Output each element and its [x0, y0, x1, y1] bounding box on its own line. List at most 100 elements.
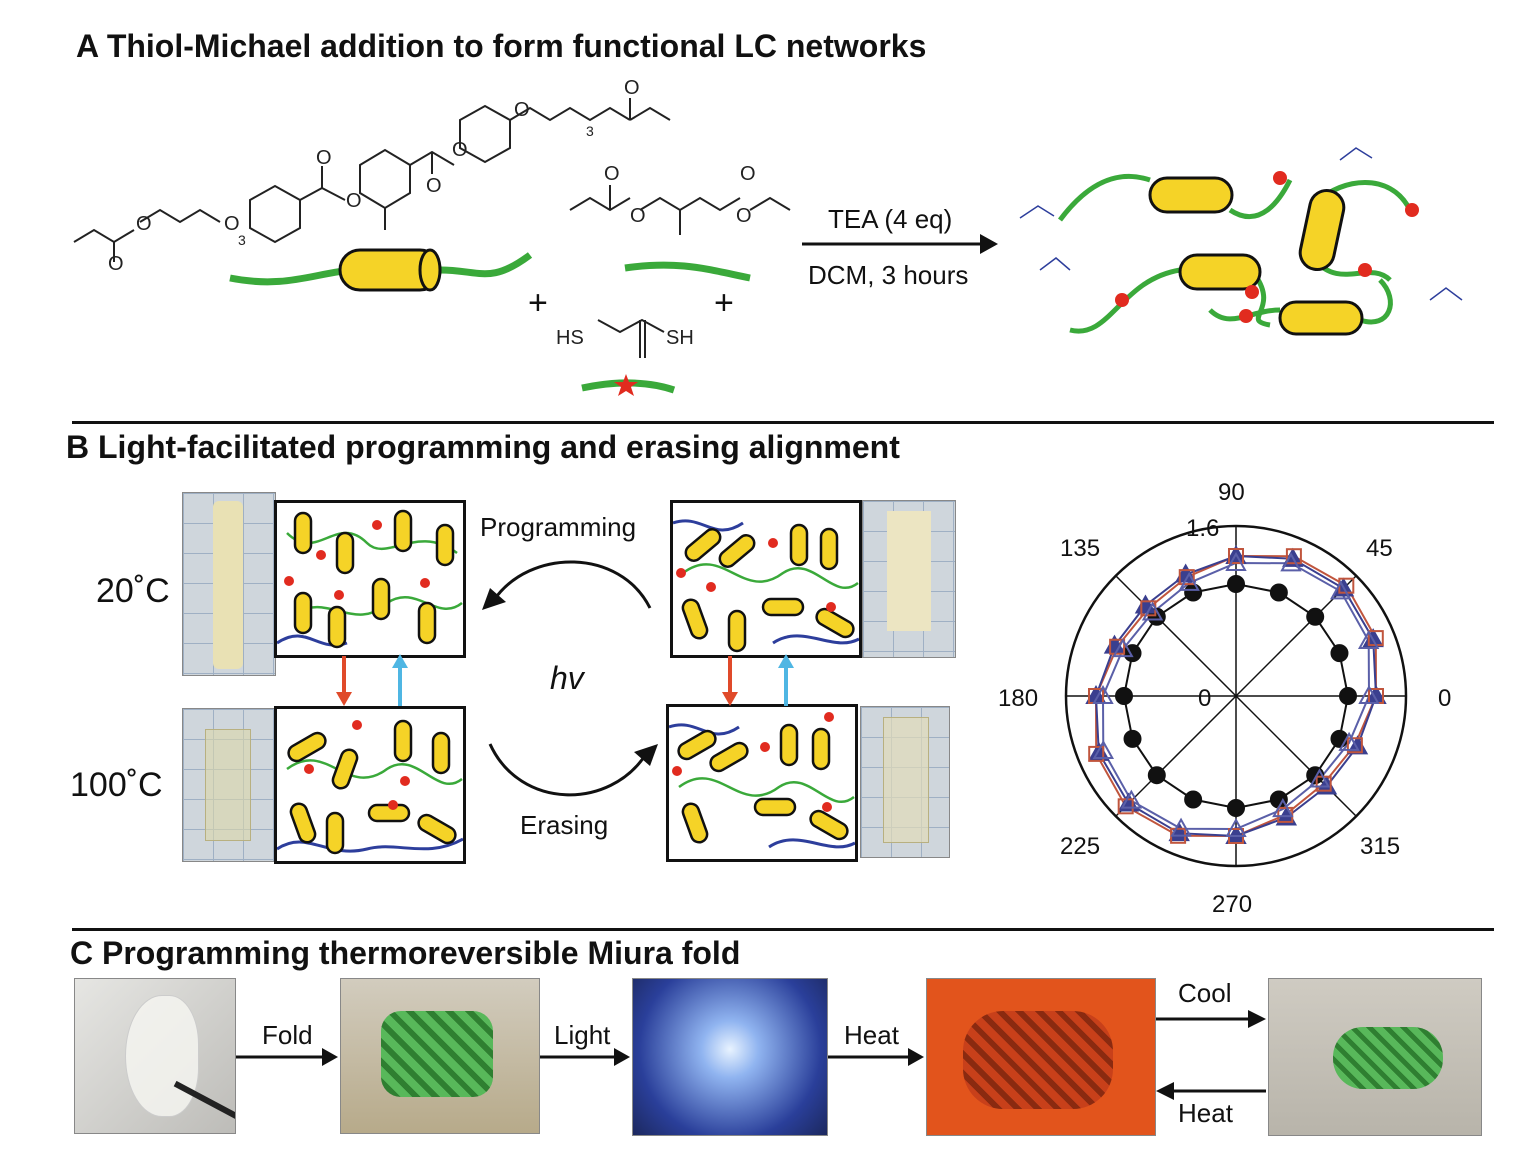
series-marker-lavender	[1338, 731, 1360, 751]
programming-label: Programming	[480, 512, 637, 542]
series-marker-black	[1115, 687, 1133, 705]
series-marker-lavender	[1357, 630, 1380, 650]
series-marker-orange	[1285, 548, 1302, 565]
heat-cool-arrows-left	[336, 654, 408, 706]
cool-label: Cool	[1178, 978, 1232, 1008]
series-marker-black	[1147, 766, 1166, 785]
series-marker-orange	[1109, 638, 1126, 655]
polar-angle-label: 270	[1212, 891, 1252, 918]
reaction-arrow-icon	[802, 234, 998, 254]
series-marker-lavender	[1308, 768, 1331, 788]
series-marker-black	[1184, 583, 1203, 602]
temperature-low-label: 20˚C	[96, 572, 170, 610]
polar-angle-label: 180	[998, 685, 1038, 712]
series-marker-black	[1339, 687, 1357, 705]
photo-folded-green	[340, 978, 540, 1134]
heat-label-return: Heat	[1178, 1098, 1233, 1128]
schematic-aligned-20c	[274, 500, 466, 658]
chem-oxygen-label: O	[136, 213, 152, 235]
diacrylate-structure: O O O O	[569, 163, 791, 282]
photo-heated	[926, 978, 1156, 1136]
photo-flat-film	[74, 978, 236, 1134]
series-marker-lavender	[1225, 817, 1247, 837]
polar-angle-label: 135	[1060, 535, 1100, 562]
process-arrow-icon	[236, 1048, 338, 1066]
series-marker-lavender	[1178, 571, 1200, 591]
reaction-conditions-top: TEA (4 eq)	[828, 204, 953, 234]
cycle-arrow-icon	[488, 743, 658, 797]
sample-photo-20c-left	[182, 492, 276, 676]
process-arrow-icon	[828, 1048, 924, 1066]
series-marker-orange	[1178, 569, 1195, 586]
chem-sh-label: SH	[666, 327, 694, 349]
sample-photo-100c-left	[182, 708, 276, 862]
series-marker-lavender	[1112, 638, 1134, 658]
process-arrow-icon	[1156, 1082, 1266, 1100]
series-marker-lavender	[1141, 601, 1164, 621]
sample-photo-20c-right	[862, 500, 956, 658]
series-marker-lavender	[1225, 551, 1247, 571]
heat-cool-arrows-right	[722, 654, 794, 706]
reaction-conditions-bottom: DCM, 3 hours	[808, 260, 969, 290]
series-marker-lavender	[1329, 580, 1352, 600]
fold-label: Fold	[262, 1020, 313, 1050]
plus-sign: +	[528, 284, 548, 322]
chem-oxygen-label: O	[514, 99, 530, 121]
polar-angle-label: 90	[1218, 479, 1245, 506]
chem-hs-label: HS	[556, 327, 584, 349]
mesogen-cylinder-icon	[1148, 176, 1364, 336]
series-marker-black	[1227, 575, 1245, 593]
polar-plot: 90 45 0 315 270 225 180 135 1.6 0	[998, 479, 1451, 918]
chem-oxygen-label: O	[426, 175, 442, 197]
polar-angle-label: 45	[1366, 535, 1393, 562]
series-marker-black	[1269, 583, 1288, 602]
polar-angle-label: 225	[1060, 833, 1100, 860]
chem-oxygen-label: O	[736, 205, 752, 227]
mesogen-cylinder-icon	[338, 248, 442, 292]
section-divider	[72, 421, 1494, 424]
polar-angle-label: 315	[1360, 833, 1400, 860]
polar-radial-zero-label: 0	[1198, 685, 1211, 712]
process-arrow-icon	[540, 1048, 630, 1066]
series-marker-black	[1227, 799, 1245, 817]
series-marker-lavender	[1170, 817, 1192, 837]
series-marker-lavender	[1272, 798, 1294, 818]
light-label: Light	[554, 1020, 611, 1050]
panel-c-heading: C Programming thermoreversible Miura fol…	[70, 935, 741, 971]
chem-oxygen-label: O	[452, 139, 468, 161]
chem-oxygen-label: O	[604, 163, 620, 185]
plus-sign: +	[714, 284, 734, 322]
heat-label: Heat	[844, 1020, 899, 1050]
dithiol-structure: HS SH	[556, 318, 694, 396]
crosslink-star-icon	[614, 374, 638, 396]
polar-angle-label: 0	[1438, 685, 1451, 712]
lc-monomer-structure: O O O 3 O O O O O 3 O	[73, 77, 671, 292]
series-marker-lavender	[1092, 739, 1115, 759]
schematic-isotropic-100c-right	[666, 704, 858, 862]
series-marker-black	[1330, 644, 1349, 663]
hv-label: hv	[550, 660, 584, 696]
series-marker-lavender	[1120, 789, 1143, 809]
panel-b-heading: B Light-facilitated programming and eras…	[66, 429, 900, 465]
photo-light-exposure	[632, 978, 828, 1136]
process-arrow-icon	[1156, 1010, 1266, 1028]
series-marker-orange	[1088, 745, 1105, 762]
series-marker-black	[1184, 790, 1203, 809]
series-marker-orange	[1228, 548, 1244, 564]
chem-oxygen-label: O	[630, 205, 646, 227]
chem-oxygen-label: O	[316, 147, 332, 169]
temperature-high-label: 100˚C	[70, 766, 163, 804]
chem-oxygen-label: O	[224, 213, 240, 235]
series-marker-orange	[1117, 798, 1134, 815]
sample-photo-100c-right	[860, 706, 950, 858]
chem-oxygen-label: O	[346, 190, 362, 212]
series-marker-lavender	[1092, 684, 1114, 704]
product-network	[1019, 147, 1463, 336]
section-divider	[72, 928, 1494, 931]
erasing-label: Erasing	[520, 810, 609, 840]
photo-cooled-folded	[1268, 978, 1482, 1136]
series-marker-black	[1306, 766, 1325, 785]
chem-oxygen-label: O	[624, 77, 640, 99]
series-marker-lavender	[1280, 552, 1302, 572]
schematic-isotropic-100c-left	[274, 706, 466, 864]
